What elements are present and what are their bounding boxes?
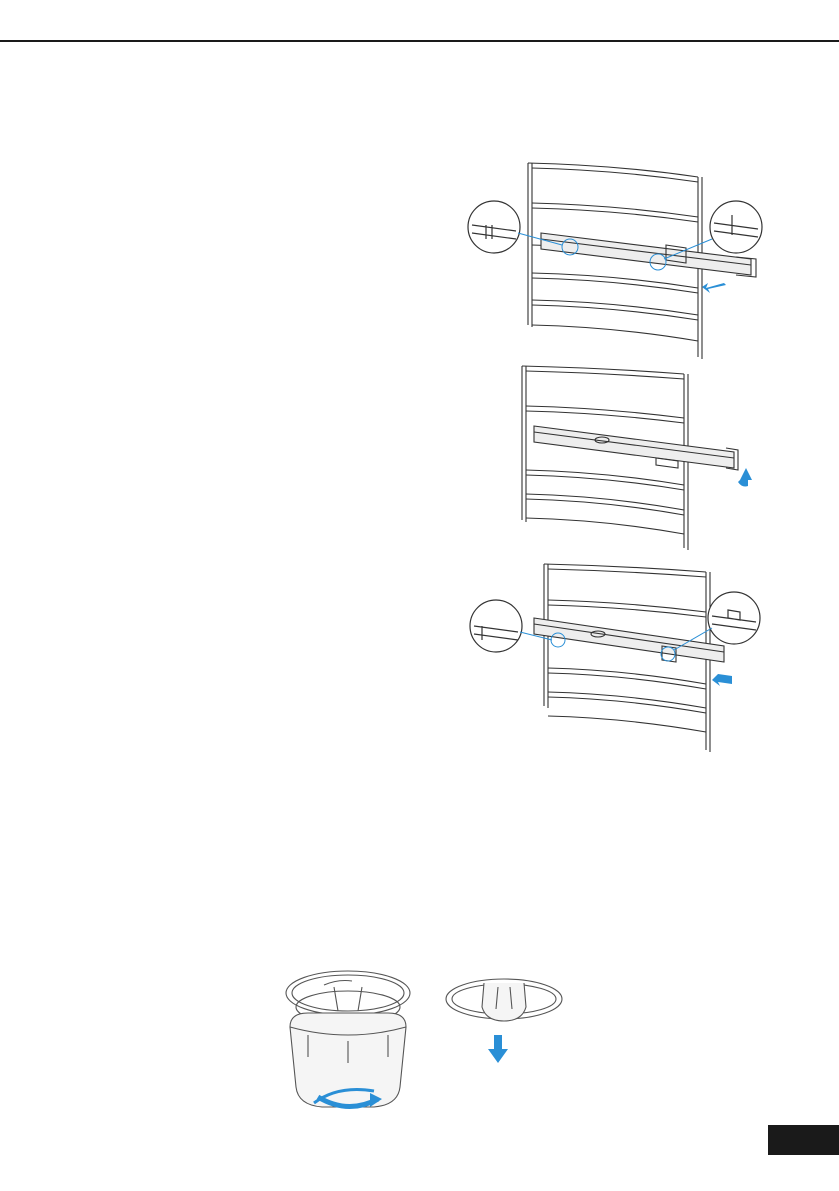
detail-circle-icon [470, 600, 522, 652]
down-arrow-icon [488, 1035, 508, 1063]
detail-circle-icon [708, 592, 760, 644]
figure-remove-rail [466, 155, 776, 365]
lift-arrow-icon [738, 468, 752, 487]
detail-circle-icon [710, 201, 762, 253]
figure-lamp-cover [278, 965, 578, 1125]
figure-insert-rail [466, 560, 776, 760]
pull-out-arrow-icon [702, 283, 726, 293]
push-in-arrow-icon [712, 672, 732, 686]
header-rule [0, 40, 839, 42]
figure-lift-rail [506, 360, 766, 560]
detail-circle-icon [468, 201, 520, 253]
page-number-tab [768, 1125, 839, 1155]
